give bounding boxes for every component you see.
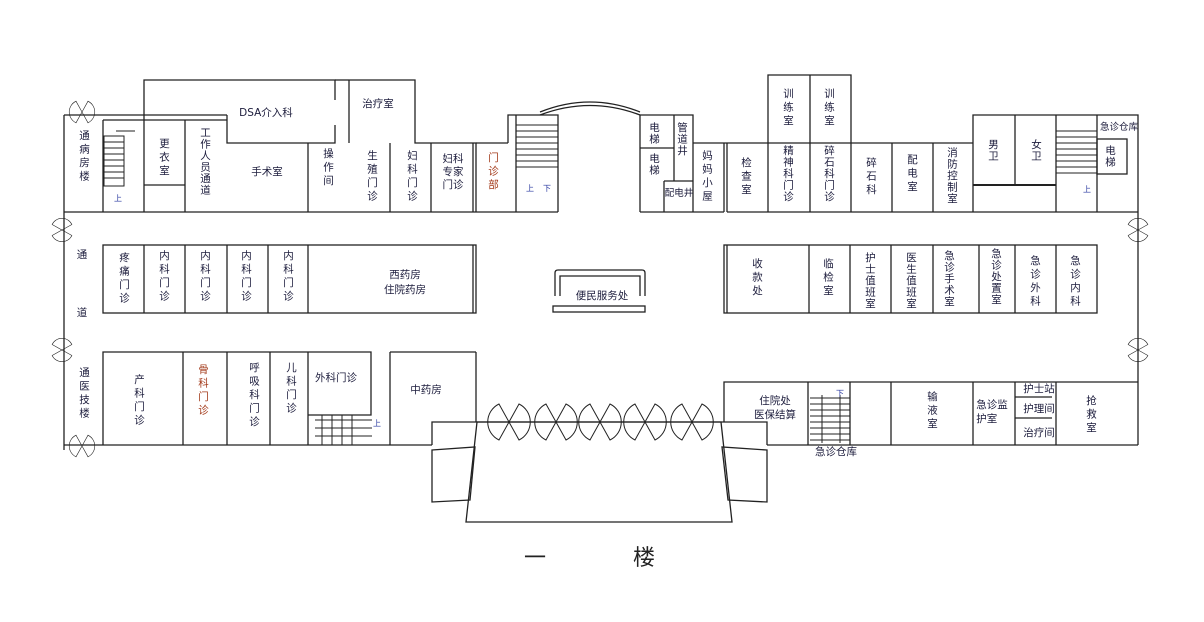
room-internal-4: 内科门诊 xyxy=(282,250,294,304)
room-lithotripsy-clinic: 碎石科门诊 xyxy=(823,145,835,203)
room-reproductive: 生殖门诊 xyxy=(366,150,378,204)
room-er-surgical: 急诊外科 xyxy=(1029,255,1041,309)
stair-down-mark: 下 xyxy=(836,389,844,398)
room-treatment: 治疗室 xyxy=(362,98,394,110)
room-power-shaft: 配电井 xyxy=(664,188,694,199)
room-training-2: 训练室 xyxy=(823,88,835,129)
room-lab: 临检室 xyxy=(822,258,834,299)
room-mens-wc: 男卫 xyxy=(987,139,999,162)
room-nurse-station: 护士站 xyxy=(1023,383,1055,395)
room-womens-wc: 女卫 xyxy=(1030,139,1042,162)
room-resuscitation: 抢救室 xyxy=(1085,395,1097,436)
floor-title: 一 楼 xyxy=(524,546,695,571)
room-pediatrics: 儿科门诊 xyxy=(285,362,297,416)
room-er-icu: 急诊监 护室 xyxy=(976,399,1008,425)
room-nurse-duty: 护士值班室 xyxy=(864,252,876,310)
room-staff-passage: 工作人员通道 xyxy=(199,127,211,196)
room-internal-3: 内科门诊 xyxy=(240,250,252,304)
room-exam: 检查室 xyxy=(740,157,752,198)
room-elevator-3: 电梯 xyxy=(1104,145,1116,168)
room-internal-1: 内科门诊 xyxy=(158,250,170,304)
room-psychiatry: 精神科门诊 xyxy=(782,145,794,203)
room-respiratory: 呼吸科门诊 xyxy=(248,362,260,430)
room-gyn-expert: 妇科 专家 门诊 xyxy=(442,153,464,191)
room-lithotripsy: 碎石科 xyxy=(865,157,877,198)
room-nursing: 护理间 xyxy=(1023,403,1055,415)
room-admission: 住院处 医保结算 xyxy=(754,395,796,421)
room-operation: 操作间 xyxy=(322,148,334,189)
stair-down-mark: 下 xyxy=(543,184,551,193)
room-pharmacy: 西药房 住院药房 xyxy=(384,269,426,296)
room-doctor-duty: 医生值班室 xyxy=(905,252,917,310)
stair-up-mark: 上 xyxy=(1083,185,1091,194)
room-er-storage-north: 急诊仓库 xyxy=(1099,122,1139,133)
room-er-treatment: 急诊处置室 xyxy=(990,248,1002,306)
room-tcm-pharmacy: 中药房 xyxy=(410,384,442,396)
walls xyxy=(63,74,1139,523)
room-mother: 妈妈小屋 xyxy=(701,150,713,204)
room-therapy: 治疗间 xyxy=(1023,427,1055,439)
room-orthopedics: 骨科门诊 xyxy=(197,364,209,418)
room-infusion: 输液室 xyxy=(926,391,938,432)
room-obstetrics: 产科门诊 xyxy=(133,374,145,428)
room-internal-2: 内科门诊 xyxy=(199,250,211,304)
room-elevator-2: 电梯 xyxy=(648,153,660,176)
stair-up-mark: 上 xyxy=(373,419,381,428)
stair-up-mark: 上 xyxy=(114,194,122,203)
room-operating: 手术室 xyxy=(251,166,283,178)
room-cashier: 收款处 xyxy=(751,258,763,299)
room-clinic-dept: 门诊部 xyxy=(487,152,499,193)
stair-up-mark: 上 xyxy=(526,184,534,193)
room-er-storage-south: 急诊仓库 xyxy=(815,446,857,458)
revolving-door-icons xyxy=(51,100,1149,458)
room-connector-ward: 通病房楼 xyxy=(78,130,90,184)
room-training-1: 训练室 xyxy=(782,88,794,129)
corridor-label-1: 通 xyxy=(76,249,88,261)
room-pain-clinic: 疼痛门诊 xyxy=(118,252,130,306)
room-fire-control: 消防控制室 xyxy=(946,147,958,205)
room-power: 配电室 xyxy=(906,154,918,195)
room-elevator-1: 电梯 xyxy=(648,122,660,145)
room-er-internal: 急诊内科 xyxy=(1069,255,1081,309)
room-dsa: DSA介入科 xyxy=(239,107,293,119)
room-connector-tech: 通医技楼 xyxy=(78,367,90,421)
room-changing: 更衣室 xyxy=(158,138,170,179)
room-gynecology: 妇科门诊 xyxy=(406,150,418,204)
service-desk: 便民服务处 xyxy=(575,290,629,302)
room-er-surgery: 急诊手术室 xyxy=(943,250,955,308)
room-surgery-clinic: 外科门诊 xyxy=(315,372,357,384)
room-pipe-shaft: 管道井 xyxy=(676,122,688,157)
corridor-label-2: 道 xyxy=(76,307,88,319)
